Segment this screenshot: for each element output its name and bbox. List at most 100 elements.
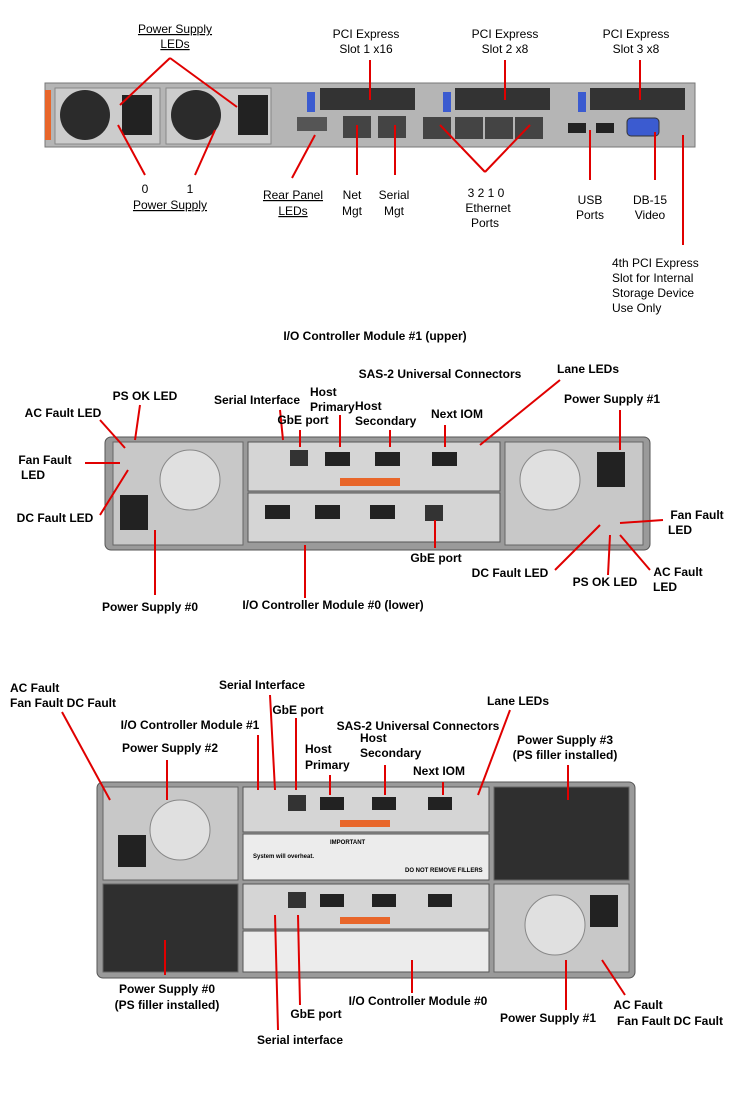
host-primary-label: Primary [305,758,350,772]
pci-slot2-label: Slot 2 x8 [482,42,529,56]
serial-mgt-label: Mgt [384,204,405,218]
power-supply-0-label: Power Supply #0 [119,982,215,996]
ps-leds-label: Power Supply [138,22,212,36]
overheat-label: System will overheat. [253,854,314,860]
gbe-port-label: GbE port [272,703,323,717]
usb-label: USB [578,193,603,207]
ethernet-port-3 [423,117,451,139]
host-secondary-label: Host [355,399,382,413]
fan-icon [524,894,586,956]
gbe-port [290,450,308,466]
sas-port [372,894,396,907]
gbe-port-label: GbE port [277,413,328,427]
ac-inlet [120,495,148,530]
lane-leds-label: Lane LEDs [557,362,619,376]
usb-port [596,123,614,133]
io-module-0-label: I/O Controller Module #0 [349,994,488,1008]
serial-interface-label: Serial Interface [219,678,305,692]
filler-panel [242,930,490,973]
fan-dc-fault-label: Fan Fault DC Fault [617,1014,723,1028]
no-remove-label: DO NOT REMOVE FILLERS [405,868,483,874]
vga-port [626,117,660,137]
ethernet-label: Ethernet [465,201,511,215]
power-supply-0-label: Power Supply #0 [102,600,198,614]
power-supply-label: Power Supply [133,198,207,212]
pci-slot1-label: Slot 1 x16 [339,42,393,56]
power-supply-1-label: Power Supply #1 [500,1011,596,1025]
next-iom-label: Next IOM [431,407,483,421]
pci-slot2-label: PCI Express [472,27,539,41]
sas-port [370,505,395,519]
video-label: DB-15 [633,193,667,207]
pci-slot-3 [590,88,685,110]
gbe-port [288,892,306,908]
sas-port-1 [375,452,400,466]
shelf2-chassis [96,781,636,979]
dc-fault-led-label: DC Fault LED [17,511,94,525]
ac-inlet-1 [238,95,268,135]
rear-panel-leds-label: LEDs [278,204,307,218]
power-supply-0-label: (PS filler installed) [115,998,220,1012]
host-primary-label: Host [305,742,332,756]
ps-ok-led-label: PS OK LED [573,575,638,589]
important-label: IMPORTANT [330,840,366,846]
ac-fault-led-label: AC Fault LED [25,406,102,420]
latch [340,917,390,924]
rear-panel-leds [297,117,327,131]
fan-fault-led-label: LED [668,523,692,537]
ac-inlet [590,895,618,927]
ps1-number: 1 [187,182,194,196]
power-supply-1-label: Power Supply #1 [564,392,660,406]
sas-port [428,797,452,810]
sas-port-0 [325,452,350,466]
fan-dc-fault-label: Fan Fault DC Fault [10,696,116,710]
latch [340,820,390,827]
ac-inlet [597,452,625,487]
io-module-0-label: I/O Controller Module #0 (lower) [242,598,423,612]
net-mgt-label: Net [343,188,362,202]
ethernet-port-1 [485,117,513,139]
video-label: Video [635,208,666,222]
fan-icon [60,90,110,140]
ps-filler-3 [493,786,630,881]
latch [340,478,400,486]
host-primary-label: Host [310,385,337,399]
shelf1-title: I/O Controller Module #1 (upper) [283,329,466,343]
ethernet-numbers: 3 2 1 0 [468,186,505,200]
pci4-label: Use Only [612,301,661,315]
shelf1-chassis [104,436,651,551]
fan-icon [171,90,221,140]
host-secondary-label: Host [360,731,387,745]
ac-inlet-0 [122,95,152,135]
pci-slot-1 [320,88,415,110]
next-iom-label: Next IOM [413,764,465,778]
pci4-label: 4th PCI Express [612,256,699,270]
serial-interface-label: Serial Interface [214,393,300,407]
ac-inlet [118,835,146,867]
fan-icon [149,799,211,861]
gbe-port [288,795,306,811]
pci-slot3-label: Slot 3 x8 [613,42,660,56]
power-supply-3-label: Power Supply #3 [517,733,613,747]
ac-fault-label: AC Fault [613,998,662,1012]
fan-fault-led-label: Fan Fault [18,453,71,467]
sas-port [315,505,340,519]
ethernet-port-2 [455,117,483,139]
serial-interface-label: Serial interface [257,1033,343,1047]
host-primary-label: Primary [310,400,355,414]
ps-filler-0 [102,883,239,973]
usb-label: Ports [576,208,604,222]
sas-port [320,797,344,810]
usb-port [568,123,586,133]
sas2-label: SAS-2 Universal Connectors [359,367,522,381]
pci4-label: Slot for Internal [612,271,693,285]
ac-fault-led-label: LED [653,580,677,594]
ethernet-label: Ports [471,216,499,230]
serial-mgt-label: Serial [379,188,410,202]
gbe-port-label: GbE port [290,1007,341,1021]
net-mgt-label: Mgt [342,204,363,218]
fan-fault-led-label: LED [21,468,45,482]
filler-panel [242,833,490,881]
power-supply-2-label: Power Supply #2 [122,741,218,755]
